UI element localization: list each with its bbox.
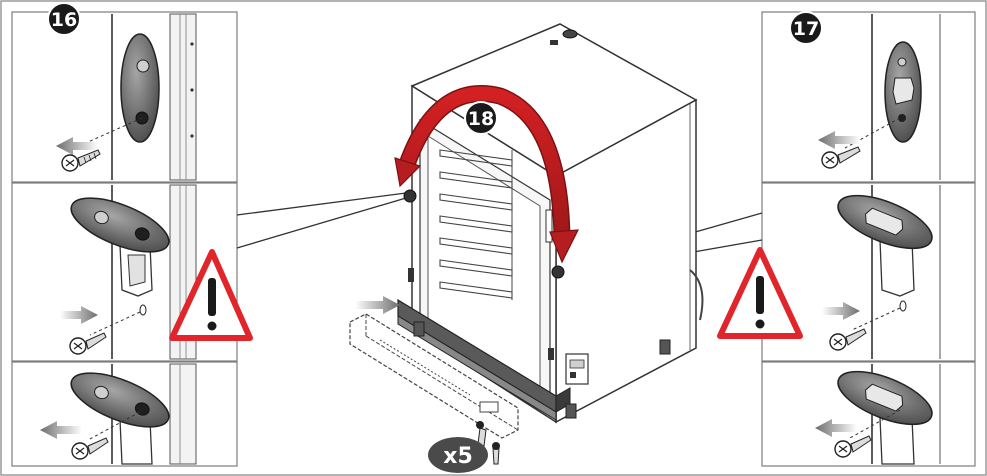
step-badge-center: 18 — [464, 101, 498, 135]
hinge-plate — [837, 370, 933, 426]
left-hinge-point — [403, 189, 417, 203]
screw-icon — [476, 421, 487, 447]
base-cover-panel — [349, 296, 519, 465]
control-panel — [565, 353, 589, 385]
screw-icon — [829, 328, 867, 351]
warning-triangle-icon — [169, 249, 253, 341]
left-detail-column: 16 — [11, 2, 238, 467]
right-panel-remove-screw — [761, 11, 976, 183]
left-panel-remove-lower-screw — [11, 361, 238, 467]
pull-arrow-icon — [40, 421, 82, 439]
step-badge-left: 16 — [47, 2, 81, 36]
screw-icon — [71, 437, 109, 460]
screw-icon — [821, 146, 861, 169]
pull-arrow-icon — [56, 137, 98, 155]
hinge-plate — [70, 372, 170, 428]
hinge-plate — [120, 33, 160, 143]
right-detail-column: 17 — [761, 11, 976, 467]
step-number-left: 16 — [51, 9, 77, 31]
right-hinge-point — [551, 265, 565, 279]
screw-icon — [69, 332, 107, 355]
push-arrow-icon — [355, 296, 400, 314]
right-panel-remove-lower-screw — [761, 361, 976, 467]
screw-icon — [834, 435, 872, 458]
pull-arrow-icon — [818, 131, 860, 149]
push-arrow-icon — [822, 302, 860, 320]
step-number-center: 18 — [468, 108, 494, 130]
right-panel-insert-screw — [761, 182, 976, 362]
hinge-plate — [70, 197, 170, 253]
rotate-arrow-icon — [394, 85, 580, 264]
step-number-right: 17 — [793, 18, 819, 40]
quantity-label: x5 — [443, 444, 473, 469]
quantity-badge: x5 — [428, 437, 488, 473]
left-panel-remove-screw — [11, 11, 238, 183]
screw-icon — [61, 149, 101, 172]
screw-icon — [492, 442, 500, 465]
warning-triangle-icon — [717, 247, 803, 339]
pull-arrow-icon — [815, 419, 857, 437]
step-badge-right: 17 — [789, 11, 823, 45]
oven-illustration — [397, 23, 704, 424]
push-arrow-icon — [60, 306, 98, 324]
hinge-plate — [837, 194, 933, 250]
